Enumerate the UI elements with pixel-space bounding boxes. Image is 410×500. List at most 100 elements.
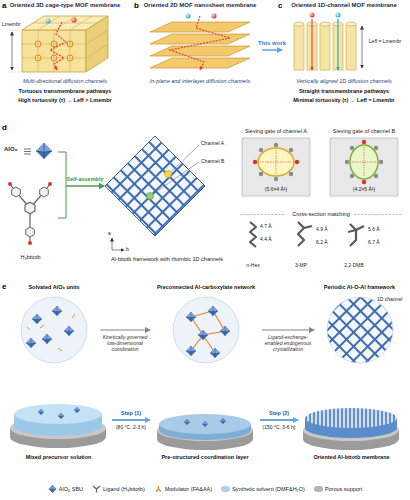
illustration-part [112,250,124,251]
legend: AlO₆ SBU Ligand (H₃bttotb) Modulator (FA&A… [0,485,410,493]
edge-label: Step (2) [269,410,289,417]
edge-label: This work [258,40,286,47]
label-text: 5.6 Å [368,226,380,232]
illustration-part [374,174,378,178]
node-text: Oriented 2D MOF nanosheet membrane [138,2,262,9]
node-text: (4.2×5 Å²) [322,186,406,192]
legend-text: Modulator (FA&AA) [165,486,212,493]
stage-circles [21,297,393,363]
node-text: Oriented Al-bttotb membrane [298,454,405,461]
illustration-part [346,22,356,26]
label-text: 6.2 Å [316,239,328,245]
illustration-part [64,326,74,336]
illustration-part [32,314,42,324]
illustration-part [27,314,75,351]
legend-text: Ligand (H₃bttotb) [103,486,145,493]
connector-arrow [100,330,150,331]
illustration-part [352,147,376,177]
illustration-part [260,150,292,174]
illustration-part [12,187,21,197]
illustration-part [198,330,208,340]
legend-item: Synthetic solvent (DMF&H₂O) [221,485,305,493]
illustration-part [52,306,62,316]
label-text: 2,2-DMB [336,262,372,268]
molecules [250,222,364,247]
illustration-part [311,19,312,70]
ligand-icon: H₃bttotb [3,172,58,264]
connector-arrow [260,419,298,421]
legend-swatch [221,486,230,492]
nanosheet-paths [170,14,230,71]
illustration-part [212,14,217,19]
edge-label: Kinetically governed low-dimensional coo… [100,334,150,352]
illustration-part [150,22,250,32]
illustration-part [26,227,35,237]
membrane-disc: Pre-structured coordination layer [150,384,260,468]
node-text: Vertically aligned 1D diffusion channels [282,78,406,85]
illustration-part [294,22,304,26]
label-text: Leff = Lmembr [365,38,405,44]
node-text: Solvated AlO₆ units [8,284,100,291]
illustration-part [150,46,250,56]
illustration-part [258,148,294,176]
sieving-gate: Sieving gate of channel A(5.6×4 Å²) [234,128,318,208]
illustration-part [289,172,293,176]
illustration-part [165,171,172,178]
node-text: Sieving gate of channel A [234,128,318,135]
illustration-part [12,32,13,70]
illustration-part [253,160,257,164]
label-text: n-Hex [236,262,270,268]
illustration-part [150,58,250,68]
framework: Al-bttotb framework with rhombic 1D chan… [104,128,230,274]
legend-icon [48,485,57,493]
label-text: Lmembr [2,21,20,27]
node-text: Multi-directional diffusion channels [2,78,128,85]
node-text: Tortuous transmembrane pathways [2,88,128,95]
illustration-part [350,174,354,178]
illustration-part [74,407,80,413]
illustration-part [298,222,304,246]
illustration-part [26,338,36,348]
node-text: Minimal tortuosity (τ) → Leff ≈ Lmembr [282,97,406,104]
illustration-part [50,22,66,70]
node-text: Preconnected Al-carboxylate network [150,284,262,291]
illustration-part [173,297,239,363]
illustration-part [210,348,220,358]
illustration-part [71,17,76,22]
node-text: In-plane and interlayer diffusion channe… [138,78,262,85]
illustration-part [35,55,41,61]
membrane-discs [10,404,399,450]
legend-swatch [314,486,323,492]
illustration-part [294,22,356,26]
illustration-part [259,172,263,176]
illustration-part [35,41,73,61]
label-text: 4.7 Å [260,223,272,229]
channel-membrane [294,13,362,71]
connector-arrow [262,330,314,331]
illustration-part [48,182,52,186]
illustration-part [259,148,263,152]
legend-item: Porous support [314,485,362,493]
illustration-part [45,18,50,23]
panel-c: Oriented 1D-channel MOF membraneVertical… [282,2,406,114]
edge-label: Ligand-exchange-enabled endogenous cryst… [263,334,313,352]
node-text: Mixed precursor solution [5,454,112,461]
label-text: c [278,1,282,11]
label-text: 3-MP [284,262,318,268]
label-text: (150 °C, 3-6 h) [261,424,297,430]
illustration-part [10,184,50,242]
illustration-part [40,187,49,197]
label-text: 1D channel [376,296,403,302]
illustration-part [337,19,338,70]
illustration-part [379,160,383,164]
label-text: Cross-section matching [236,211,406,218]
illustration-part [186,312,196,322]
illustration-part [253,143,299,181]
illustration-part [150,34,250,44]
illustration-part [362,26,363,68]
membrane-disc: Mixed precursor solution [5,384,112,468]
illustration-part [67,55,73,61]
illustration-part [14,404,102,424]
legend-text: AlO₆ SBU [59,486,83,493]
illustration-part [274,143,278,147]
